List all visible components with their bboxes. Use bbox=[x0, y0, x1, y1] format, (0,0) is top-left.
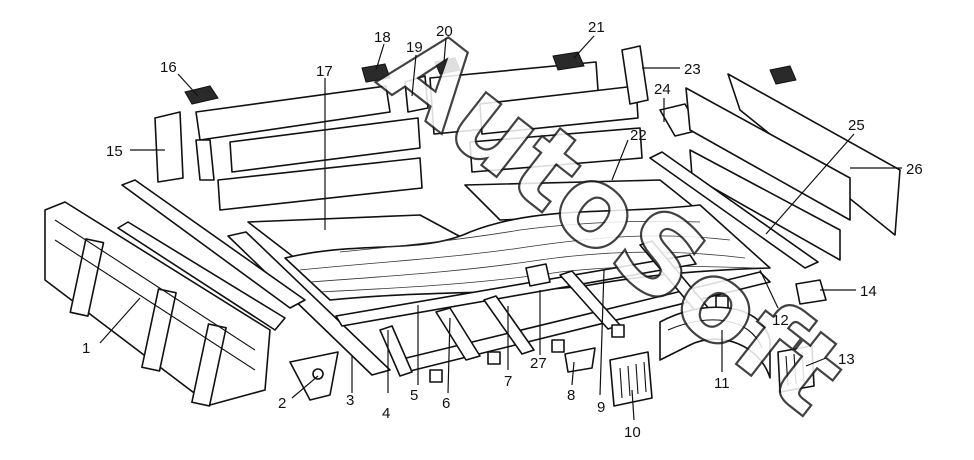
callout-23: 23 bbox=[684, 61, 701, 78]
latch-top-right bbox=[769, 65, 797, 85]
callout-14: 14 bbox=[860, 283, 877, 300]
side-board-right-top bbox=[727, 73, 901, 236]
bracket-8 bbox=[564, 347, 596, 373]
callout-3: 3 bbox=[346, 392, 354, 409]
callout-7: 7 bbox=[504, 373, 512, 390]
latch-20 bbox=[434, 57, 461, 75]
callout-16: 16 bbox=[160, 59, 177, 76]
bracket-2 bbox=[289, 351, 339, 401]
callout-13: 13 bbox=[838, 351, 855, 368]
callout-11: 11 bbox=[714, 375, 730, 392]
bracket-27 bbox=[525, 263, 551, 287]
callout-12: 12 bbox=[772, 312, 789, 329]
mud-flap-13 bbox=[777, 345, 815, 393]
front-board-middle bbox=[479, 85, 639, 135]
callout-5: 5 bbox=[410, 387, 418, 404]
callout-26: 26 bbox=[906, 161, 923, 178]
callout-18: 18 bbox=[374, 29, 391, 46]
callout-17: 17 bbox=[316, 63, 333, 80]
rear-board-lower bbox=[217, 157, 423, 211]
callout-6: 6 bbox=[442, 395, 450, 412]
callout-22: 22 bbox=[630, 127, 647, 144]
callout-9: 9 bbox=[597, 399, 605, 416]
callout-27: 27 bbox=[530, 355, 547, 372]
side-board-right-middle bbox=[685, 87, 851, 221]
callout-8: 8 bbox=[567, 387, 575, 404]
corner-post-15 bbox=[154, 111, 184, 183]
corner-post-19 bbox=[404, 75, 429, 113]
frame-rail-left bbox=[227, 231, 391, 376]
side-rail-right-25 bbox=[649, 151, 819, 269]
hinge-16 bbox=[184, 85, 219, 105]
floor-platform bbox=[284, 204, 771, 301]
cross-member-7 bbox=[483, 295, 535, 355]
callout-2: 2 bbox=[278, 395, 286, 412]
callout-labels: 1 2 3 4 5 6 7 27 8 9 10 11 12 13 14 15 1… bbox=[82, 19, 923, 441]
mud-flap-10 bbox=[609, 351, 653, 407]
side-board-right-lower bbox=[689, 149, 841, 261]
side-rail-left-top bbox=[121, 179, 306, 309]
callout-10: 10 bbox=[624, 424, 641, 441]
rear-board-upper bbox=[195, 85, 391, 181]
callout-25: 25 bbox=[848, 117, 865, 134]
callout-19: 19 bbox=[406, 39, 423, 56]
front-board-lower bbox=[469, 127, 643, 173]
leader-lines bbox=[99, 35, 902, 421]
bracket-14 bbox=[795, 279, 827, 305]
support-blocks bbox=[429, 295, 729, 383]
callout-15: 15 bbox=[106, 143, 123, 160]
corner-post-23 bbox=[621, 45, 649, 105]
callout-20: 20 bbox=[436, 23, 453, 40]
callout-4: 4 bbox=[382, 405, 390, 422]
side-board-left bbox=[44, 201, 286, 407]
latch-21 bbox=[552, 51, 585, 71]
cross-member-6 bbox=[435, 307, 481, 361]
callout-21: 21 bbox=[588, 19, 605, 36]
fender-11 bbox=[659, 306, 771, 379]
callout-1: 1 bbox=[82, 340, 90, 357]
callout-24: 24 bbox=[654, 81, 671, 98]
